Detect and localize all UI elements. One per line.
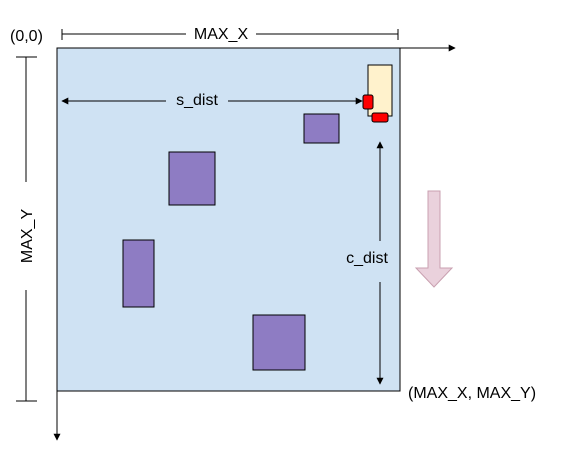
max-y-label: MAX_Y [19, 209, 36, 264]
corner-label: (MAX_X, MAX_Y) [408, 385, 536, 402]
obstacle-block [122, 239, 155, 308]
heading-arrow-icon [414, 190, 454, 288]
obstacle-block [168, 151, 216, 206]
side-sensor [362, 94, 374, 110]
obstacle-block [303, 113, 340, 144]
s-dist-label: s_dist [176, 92, 218, 109]
obstacle-block [252, 314, 306, 371]
front-sensor [371, 112, 389, 123]
field-area [56, 47, 401, 392]
max-x-label: MAX_X [194, 26, 249, 43]
c-dist-label: c_dist [346, 250, 388, 267]
origin-label: (0,0) [10, 28, 43, 45]
